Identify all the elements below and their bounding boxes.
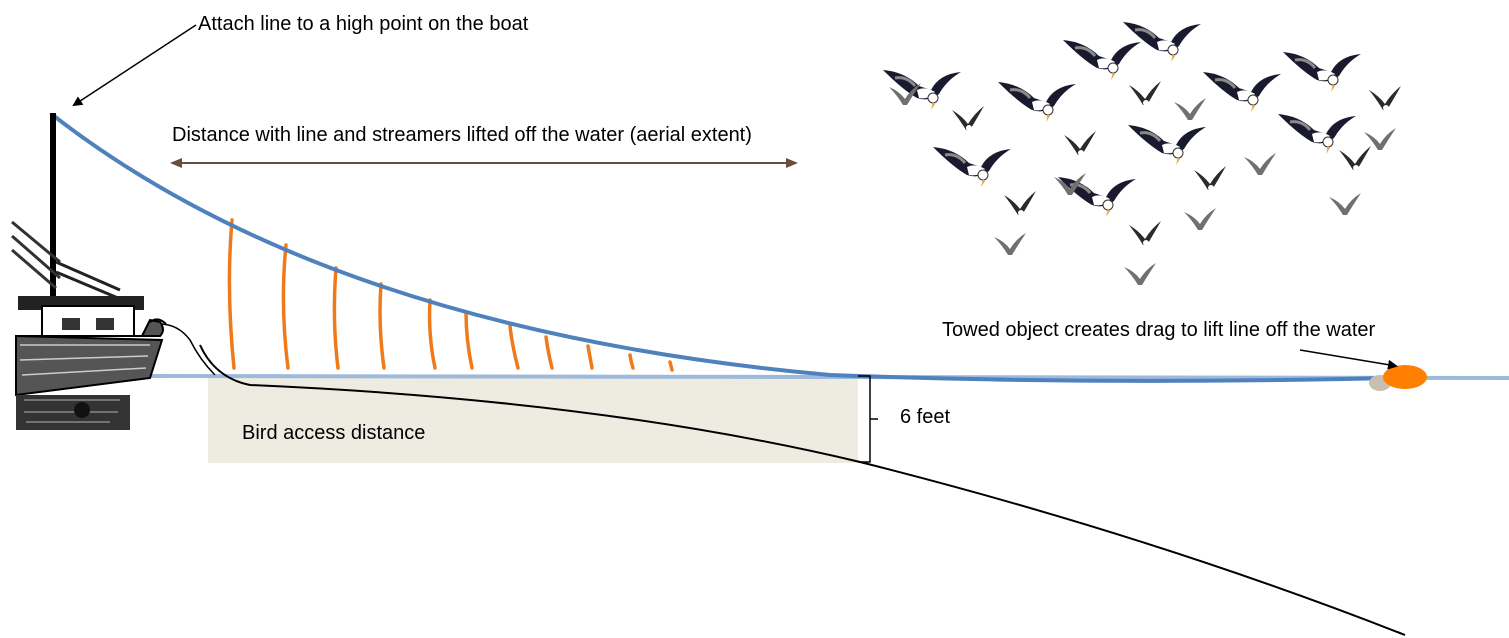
- tori-line: [52, 114, 1391, 383]
- attach-line-label: Attach line to a high point on the boat: [198, 13, 529, 35]
- fishing-line-lead: [149, 323, 216, 376]
- bird-access-zone: [208, 378, 858, 463]
- streamer: [508, 324, 520, 370]
- streamer: [427, 298, 437, 370]
- streamer: [281, 243, 290, 370]
- bird-access-label: Bird access distance: [242, 422, 426, 444]
- streamers: [227, 218, 674, 372]
- aerial-extent-label: Distance with line and streamers lifted …: [172, 124, 752, 146]
- streamer: [227, 218, 236, 370]
- streamer: [378, 282, 386, 370]
- streamer: [628, 353, 635, 370]
- towed-object-label: Towed object creates drag to lift line o…: [942, 319, 1376, 341]
- towed-pointer-arrow: [1299, 349, 1398, 370]
- towed-float-icon: [1369, 365, 1427, 391]
- fishing-line: [199, 344, 1406, 636]
- attach-pointer-arrow: [72, 24, 197, 107]
- boat-icon: [11, 113, 167, 430]
- bird-flock-icon: [881, 20, 1401, 285]
- streamer: [586, 344, 594, 370]
- depth-bracket: [858, 375, 878, 463]
- streamer: [544, 335, 554, 370]
- streamer: [464, 310, 474, 370]
- streamer: [332, 266, 340, 370]
- water-surface: [149, 374, 1509, 380]
- depth-label: 6 feet: [900, 406, 951, 428]
- streamer: [668, 360, 674, 372]
